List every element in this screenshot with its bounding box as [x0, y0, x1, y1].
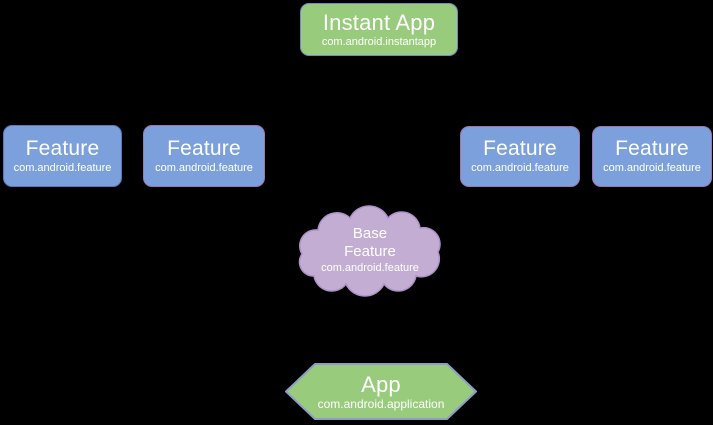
app-subtitle: com.android.application: [317, 396, 445, 411]
feature-subtitle: com.android.feature: [603, 162, 701, 175]
node-feature-1: Feature com.android.feature: [3, 125, 122, 187]
node-instant-app: Instant App com.android.instantapp: [300, 3, 458, 56]
feature-title: Feature: [615, 137, 689, 161]
feature-title: Feature: [167, 136, 241, 160]
base-feature-title-line2: Feature: [344, 243, 396, 261]
cloud-shape: [298, 205, 441, 297]
feature-subtitle: com.android.feature: [471, 162, 569, 175]
node-feature-4: Feature com.android.feature: [592, 126, 712, 187]
instant-app-subtitle: com.android.instantapp: [321, 36, 437, 49]
base-feature-label: Base Feature com.android.feature: [288, 203, 452, 297]
node-app: App com.android.application: [285, 363, 477, 420]
node-base-feature: Base Feature com.android.feature: [288, 203, 452, 297]
app-title: App: [361, 371, 401, 397]
cloud-path: [298, 205, 441, 297]
hexagon-shape: [285, 363, 477, 420]
feature-subtitle: com.android.feature: [155, 161, 253, 174]
app-label: App com.android.application: [285, 363, 477, 420]
feature-title: Feature: [25, 136, 100, 160]
node-feature-2: Feature com.android.feature: [143, 125, 265, 187]
feature-subtitle: com.android.feature: [13, 161, 112, 174]
hexagon-polygon: [285, 363, 477, 420]
node-feature-3: Feature com.android.feature: [460, 126, 580, 187]
feature-title: Feature: [483, 137, 557, 161]
base-feature-subtitle: com.android.feature: [321, 262, 419, 275]
instant-app-title: Instant App: [322, 9, 436, 35]
base-feature-title-line1: Base: [352, 224, 388, 242]
